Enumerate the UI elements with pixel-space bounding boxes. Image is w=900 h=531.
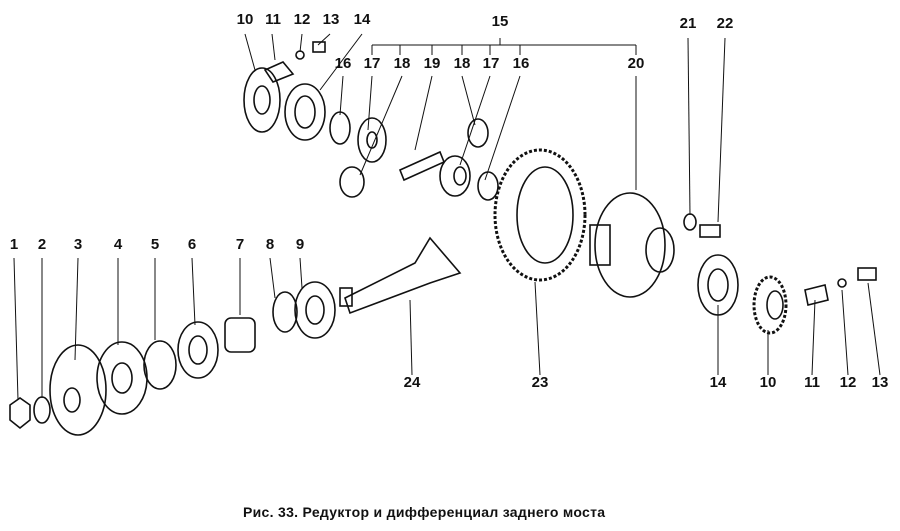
nut-1 — [9, 397, 31, 430]
washer-12b — [837, 278, 847, 288]
part-label: 8 — [265, 236, 275, 253]
pinion-shaft-19 — [398, 150, 446, 182]
drive-pinion-24 — [339, 236, 462, 315]
part-label: 14 — [709, 374, 727, 391]
lock-plate-11b — [804, 284, 829, 306]
bearing-6 — [177, 321, 219, 379]
part-label: 11 — [265, 11, 281, 28]
part-label: 18 — [453, 55, 471, 72]
part-label: 13 — [322, 11, 340, 28]
part-label: 14 — [353, 11, 371, 28]
top-flange-nut-10 — [243, 67, 281, 133]
part-label: 6 — [187, 236, 197, 253]
part-label: 19 — [423, 55, 441, 72]
shim-8 — [272, 291, 298, 333]
top-bearing-14 — [284, 83, 326, 141]
part-label: 12 — [839, 374, 857, 391]
nut-10b — [752, 275, 788, 335]
part-label: 4 — [113, 236, 123, 253]
part-label: 10 — [759, 374, 777, 391]
part-label: 18 — [393, 55, 411, 72]
part-label: 9 — [295, 236, 305, 253]
part-label: 12 — [293, 11, 311, 28]
ring-gear-23 — [493, 148, 587, 282]
bolt-13b — [857, 267, 877, 281]
part-label: 20 — [627, 55, 645, 72]
bearing-9 — [294, 281, 336, 339]
spacer-sleeve-7 — [224, 317, 256, 353]
part-label: 21 — [679, 15, 697, 32]
differential-case-20 — [589, 192, 675, 298]
top-bolt-13 — [312, 41, 326, 53]
part-label: 1 — [9, 236, 19, 253]
top-washer-12 — [295, 50, 305, 60]
leader-lines — [13, 33, 881, 401]
part-label: 11 — [804, 374, 820, 391]
pinion-gear-18a — [339, 166, 365, 198]
top-lock-plate-11 — [263, 61, 295, 83]
spacer-5 — [143, 340, 177, 390]
part-label: 13 — [871, 374, 889, 391]
bearing-14b — [697, 254, 739, 316]
washer-2 — [33, 396, 51, 424]
part-label: 7 — [235, 236, 245, 253]
part-label: 10 — [236, 11, 254, 28]
side-gear-17b — [439, 155, 471, 197]
part-label: 24 — [403, 374, 421, 391]
bolt-22 — [699, 224, 721, 238]
part-label: 23 — [531, 374, 549, 391]
side-gear-17a — [357, 117, 387, 163]
part-label: 16 — [334, 55, 352, 72]
part-label: 3 — [73, 236, 83, 253]
washer-16a — [329, 111, 351, 145]
part-label: 5 — [150, 236, 160, 253]
part-label: 17 — [363, 55, 381, 72]
washer-16b — [477, 171, 499, 201]
part-label: 15 — [491, 13, 509, 30]
washer-21 — [683, 213, 697, 231]
part-label: 22 — [716, 15, 734, 32]
part-label: 16 — [512, 55, 530, 72]
pinion-gear-18b — [467, 118, 489, 148]
flange-3 — [49, 344, 107, 436]
part-label: 17 — [482, 55, 500, 72]
figure-caption: Рис. 33. Редуктор и дифференциал заднего… — [243, 504, 606, 520]
part-label: 2 — [37, 236, 47, 253]
